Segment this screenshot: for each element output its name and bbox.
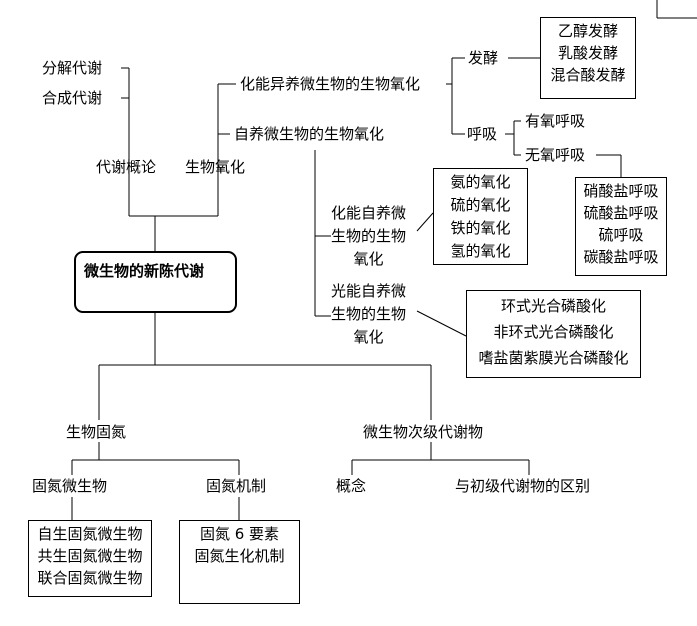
chemoautotroph-label: 化能自养微 生物的生物 氧化: [331, 202, 406, 271]
heterotroph-oxidation-label: 化能异养微生物的生物氧化: [240, 74, 420, 94]
chemoautotroph-line: 化能自养微: [331, 204, 407, 222]
central-topic: 微生物的新陈代谢: [74, 251, 237, 313]
fermentation-types-box: 乙醇发酵 乳酸发酵 混合酸发酵: [540, 17, 636, 99]
chemoautotroph-type: 硫的氧化: [450, 196, 511, 214]
aerobic-respiration-label: 有氧呼吸: [525, 112, 586, 130]
fermentation-type: 混合酸发酵: [550, 66, 626, 84]
biological-oxidation-label: 生物氧化: [185, 158, 246, 176]
chemoautotroph-line: 生物的生物: [331, 227, 407, 245]
secondary-metabolites-label: 微生物次级代谢物: [363, 423, 484, 441]
photoautotroph-line: 氧化: [353, 328, 384, 346]
heterotroph-oxidation-text: 化能异养微生物的生物氧化: [240, 75, 421, 93]
nitrogen-microbe-type: 联合固氮微生物: [37, 569, 143, 587]
anaerobic-type: 硫酸盐呼吸: [583, 204, 659, 222]
chemoautotroph-type: 铁的氧化: [450, 219, 511, 237]
nitrogen-mechanism-item: 固氮 6 要素: [199, 525, 280, 543]
photoautotroph-type: 环式光合磷酸化: [500, 297, 606, 315]
respiration-label: 呼吸: [467, 125, 498, 143]
photoautotroph-type: 非环式光合磷酸化: [493, 323, 614, 341]
nitrogen-mechanism-item: 固氮生化机制: [194, 547, 285, 565]
photoautotroph-line: 光能自养微: [331, 282, 407, 300]
nitrogen-fixation-mechanism-label: 固氮机制: [206, 477, 267, 495]
anabolism-label: 合成代谢: [42, 89, 103, 107]
nitrogen-microbe-type: 共生固氮微生物: [37, 547, 143, 565]
anaerobic-type: 硫呼吸: [598, 226, 644, 244]
anaerobic-type: 硝酸盐呼吸: [583, 182, 659, 200]
catabolism-label: 分解代谢: [42, 59, 103, 77]
chemoautotroph-line: 氧化: [353, 250, 384, 268]
chemoautotroph-types-box: 氨的氧化 硫的氧化 铁的氧化 氢的氧化: [433, 168, 528, 265]
concept-label: 概念: [336, 477, 367, 495]
nitrogen-fixing-microbes-label: 固氮微生物: [32, 477, 108, 495]
chemoautotroph-type: 氨的氧化: [450, 173, 511, 191]
photoautotroph-label: 光能自养微 生物的生物 氧化: [331, 280, 406, 349]
fermentation-label: 发酵: [468, 49, 499, 67]
nitrogen-fixation-label: 生物固氮: [66, 423, 127, 441]
autotroph-oxidation-label: 自养微生物的生物氧化: [234, 125, 385, 143]
anaerobic-types-box: 硝酸盐呼吸 硫酸盐呼吸 硫呼吸 碳酸盐呼吸: [575, 177, 667, 276]
photoautotroph-type: 嗜盐菌紫膜光合磷酸化: [478, 349, 629, 367]
fermentation-type: 乙醇发酵: [557, 22, 618, 40]
chemoautotroph-type: 氢的氧化: [450, 242, 511, 260]
metabolism-overview-label: 代谢概论: [96, 158, 157, 176]
nitrogen-microbe-type: 自生固氮微生物: [37, 525, 143, 543]
nitrogen-microbe-types-box: 自生固氮微生物 共生固氮微生物 联合固氮微生物: [28, 520, 152, 597]
photoautotroph-line: 生物的生物: [331, 305, 407, 323]
nitrogen-mechanism-box: 固氮 6 要素 固氮生化机制: [179, 520, 300, 604]
fermentation-type: 乳酸发酵: [557, 44, 618, 62]
difference-label: 与初级代谢物的区别: [455, 477, 591, 495]
anaerobic-respiration-label: 无氧呼吸: [525, 146, 586, 164]
anaerobic-type: 碳酸盐呼吸: [583, 248, 659, 266]
photoautotroph-types-box: 环式光合磷酸化 非环式光合磷酸化 嗜盐菌紫膜光合磷酸化: [466, 290, 641, 378]
